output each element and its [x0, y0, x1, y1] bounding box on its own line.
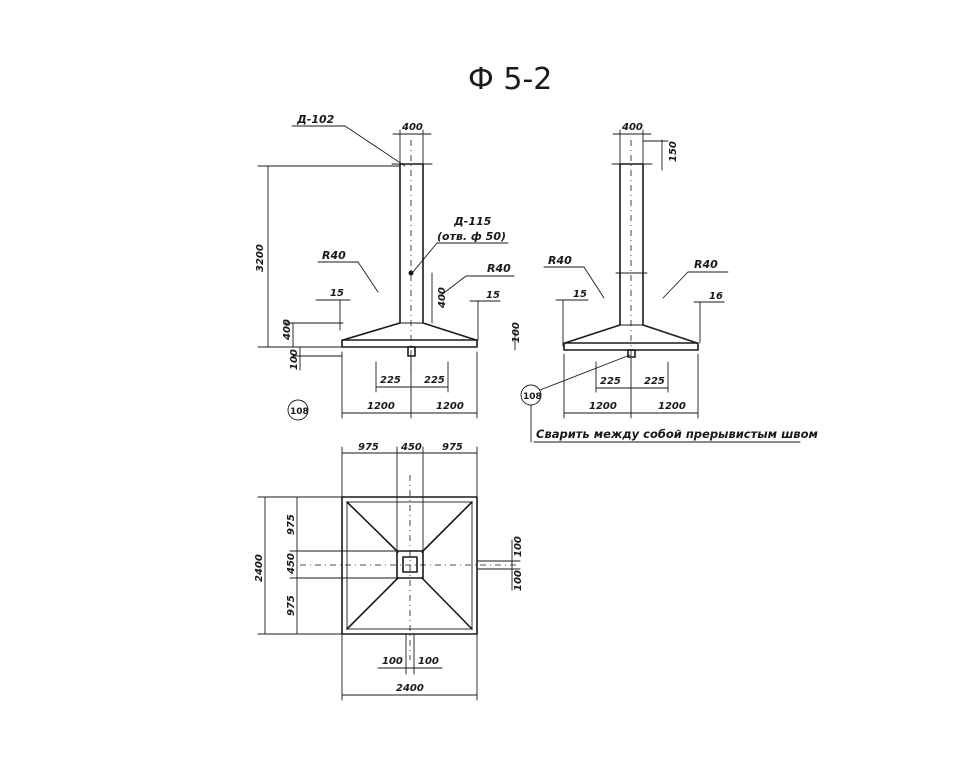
- plan-view: 975 450 975 2400 975 450 975 100 100 100…: [254, 442, 524, 701]
- left-top-width-label: 400: [401, 122, 423, 133]
- left-right-100-label: 100: [511, 322, 522, 343]
- left-callout-label: 108: [290, 407, 309, 417]
- right-top-width-label: 400: [621, 122, 643, 133]
- right-elevation-view: 400 150 R40 R40 15 16 225 225 1200: [520, 122, 818, 443]
- left-gusset-left: [342, 322, 401, 341]
- left-half-225-left-label: 225: [380, 375, 401, 386]
- right-plate-thickness-right-label: 16: [709, 291, 723, 302]
- right-gusset-left: [564, 324, 621, 344]
- plan-side-450-label: 450: [286, 553, 297, 575]
- right-bottom-pin: [627, 349, 636, 358]
- left-callout-circle: [287, 399, 309, 421]
- right-half-1200-right-label: 1200: [658, 401, 686, 412]
- left-bottom-pin: [407, 346, 416, 357]
- plan-diagonal-tr: [421, 501, 473, 553]
- plan-total-width-label: 2400: [396, 683, 424, 694]
- plan-bottom-100-right-label: 100: [418, 656, 439, 667]
- plan-column-inner: [402, 556, 418, 573]
- left-part-side-hole-label: (отв. ф 50): [437, 230, 506, 243]
- left-total-height-label: 3200: [255, 244, 266, 272]
- plan-inner-plate: [346, 501, 473, 630]
- right-fillet-right-label: R40: [694, 258, 718, 271]
- plan-bottom-100-left-label: 100: [382, 656, 403, 667]
- plan-top-450-label: 450: [400, 442, 422, 453]
- plan-right-100-top-label: 100: [513, 536, 524, 557]
- left-part-side-label: Д-115: [453, 215, 492, 228]
- right-callout-label: 108: [523, 392, 542, 402]
- right-gusset-right: [642, 324, 698, 344]
- plan-top-975-left-label: 975: [358, 442, 379, 453]
- right-plate-thickness-left-label: 15: [573, 289, 587, 300]
- left-bottom-100-label: 100: [289, 349, 300, 370]
- right-top-height-label: 150: [668, 141, 679, 162]
- plan-diagonal-br: [421, 577, 473, 630]
- plan-diagonal-bl: [346, 577, 399, 630]
- left-half-225-right-label: 225: [424, 375, 445, 386]
- left-base-plate: [341, 339, 478, 348]
- plan-total-height-label: 2400: [254, 554, 265, 582]
- plan-diagonal-tl: [346, 501, 399, 553]
- plan-outer-plate: [341, 496, 478, 635]
- left-half-1200-left-label: 1200: [367, 401, 395, 412]
- left-part-top-label: Д-102: [296, 113, 335, 126]
- right-fillet-left-label: R40: [548, 254, 572, 267]
- left-plate-thickness-left-label: 15: [330, 288, 344, 299]
- left-fillet-right-label: R40: [487, 262, 511, 275]
- left-elevation-view: 400 Д-102 Д-115 (отв. ф 50) 3200 400 100…: [255, 113, 522, 421]
- left-height-400-low-label: 400: [282, 319, 293, 341]
- right-half-225-left-label: 225: [600, 376, 621, 387]
- left-hole-dot: [408, 270, 414, 276]
- left-fillet-left-label: R40: [322, 249, 346, 262]
- right-half-225-right-label: 225: [644, 376, 665, 387]
- plan-side-975-bottom-label: 975: [286, 595, 297, 616]
- right-half-1200-left-label: 1200: [589, 401, 617, 412]
- left-plate-thickness-right-label: 15: [486, 290, 500, 301]
- plan-right-100-bottom-label: 100: [513, 570, 524, 591]
- right-base-plate: [563, 342, 699, 351]
- left-gusset-right: [422, 322, 477, 341]
- left-stiffener-height-label: 400: [437, 287, 448, 309]
- plan-side-975-top-label: 975: [286, 514, 297, 535]
- drawing-title: Ф 5-2: [468, 62, 552, 97]
- plan-top-975-right-label: 975: [442, 442, 463, 453]
- weld-note: Сварить между собой прерывистым швом: [536, 427, 818, 441]
- left-half-1200-right-label: 1200: [436, 401, 464, 412]
